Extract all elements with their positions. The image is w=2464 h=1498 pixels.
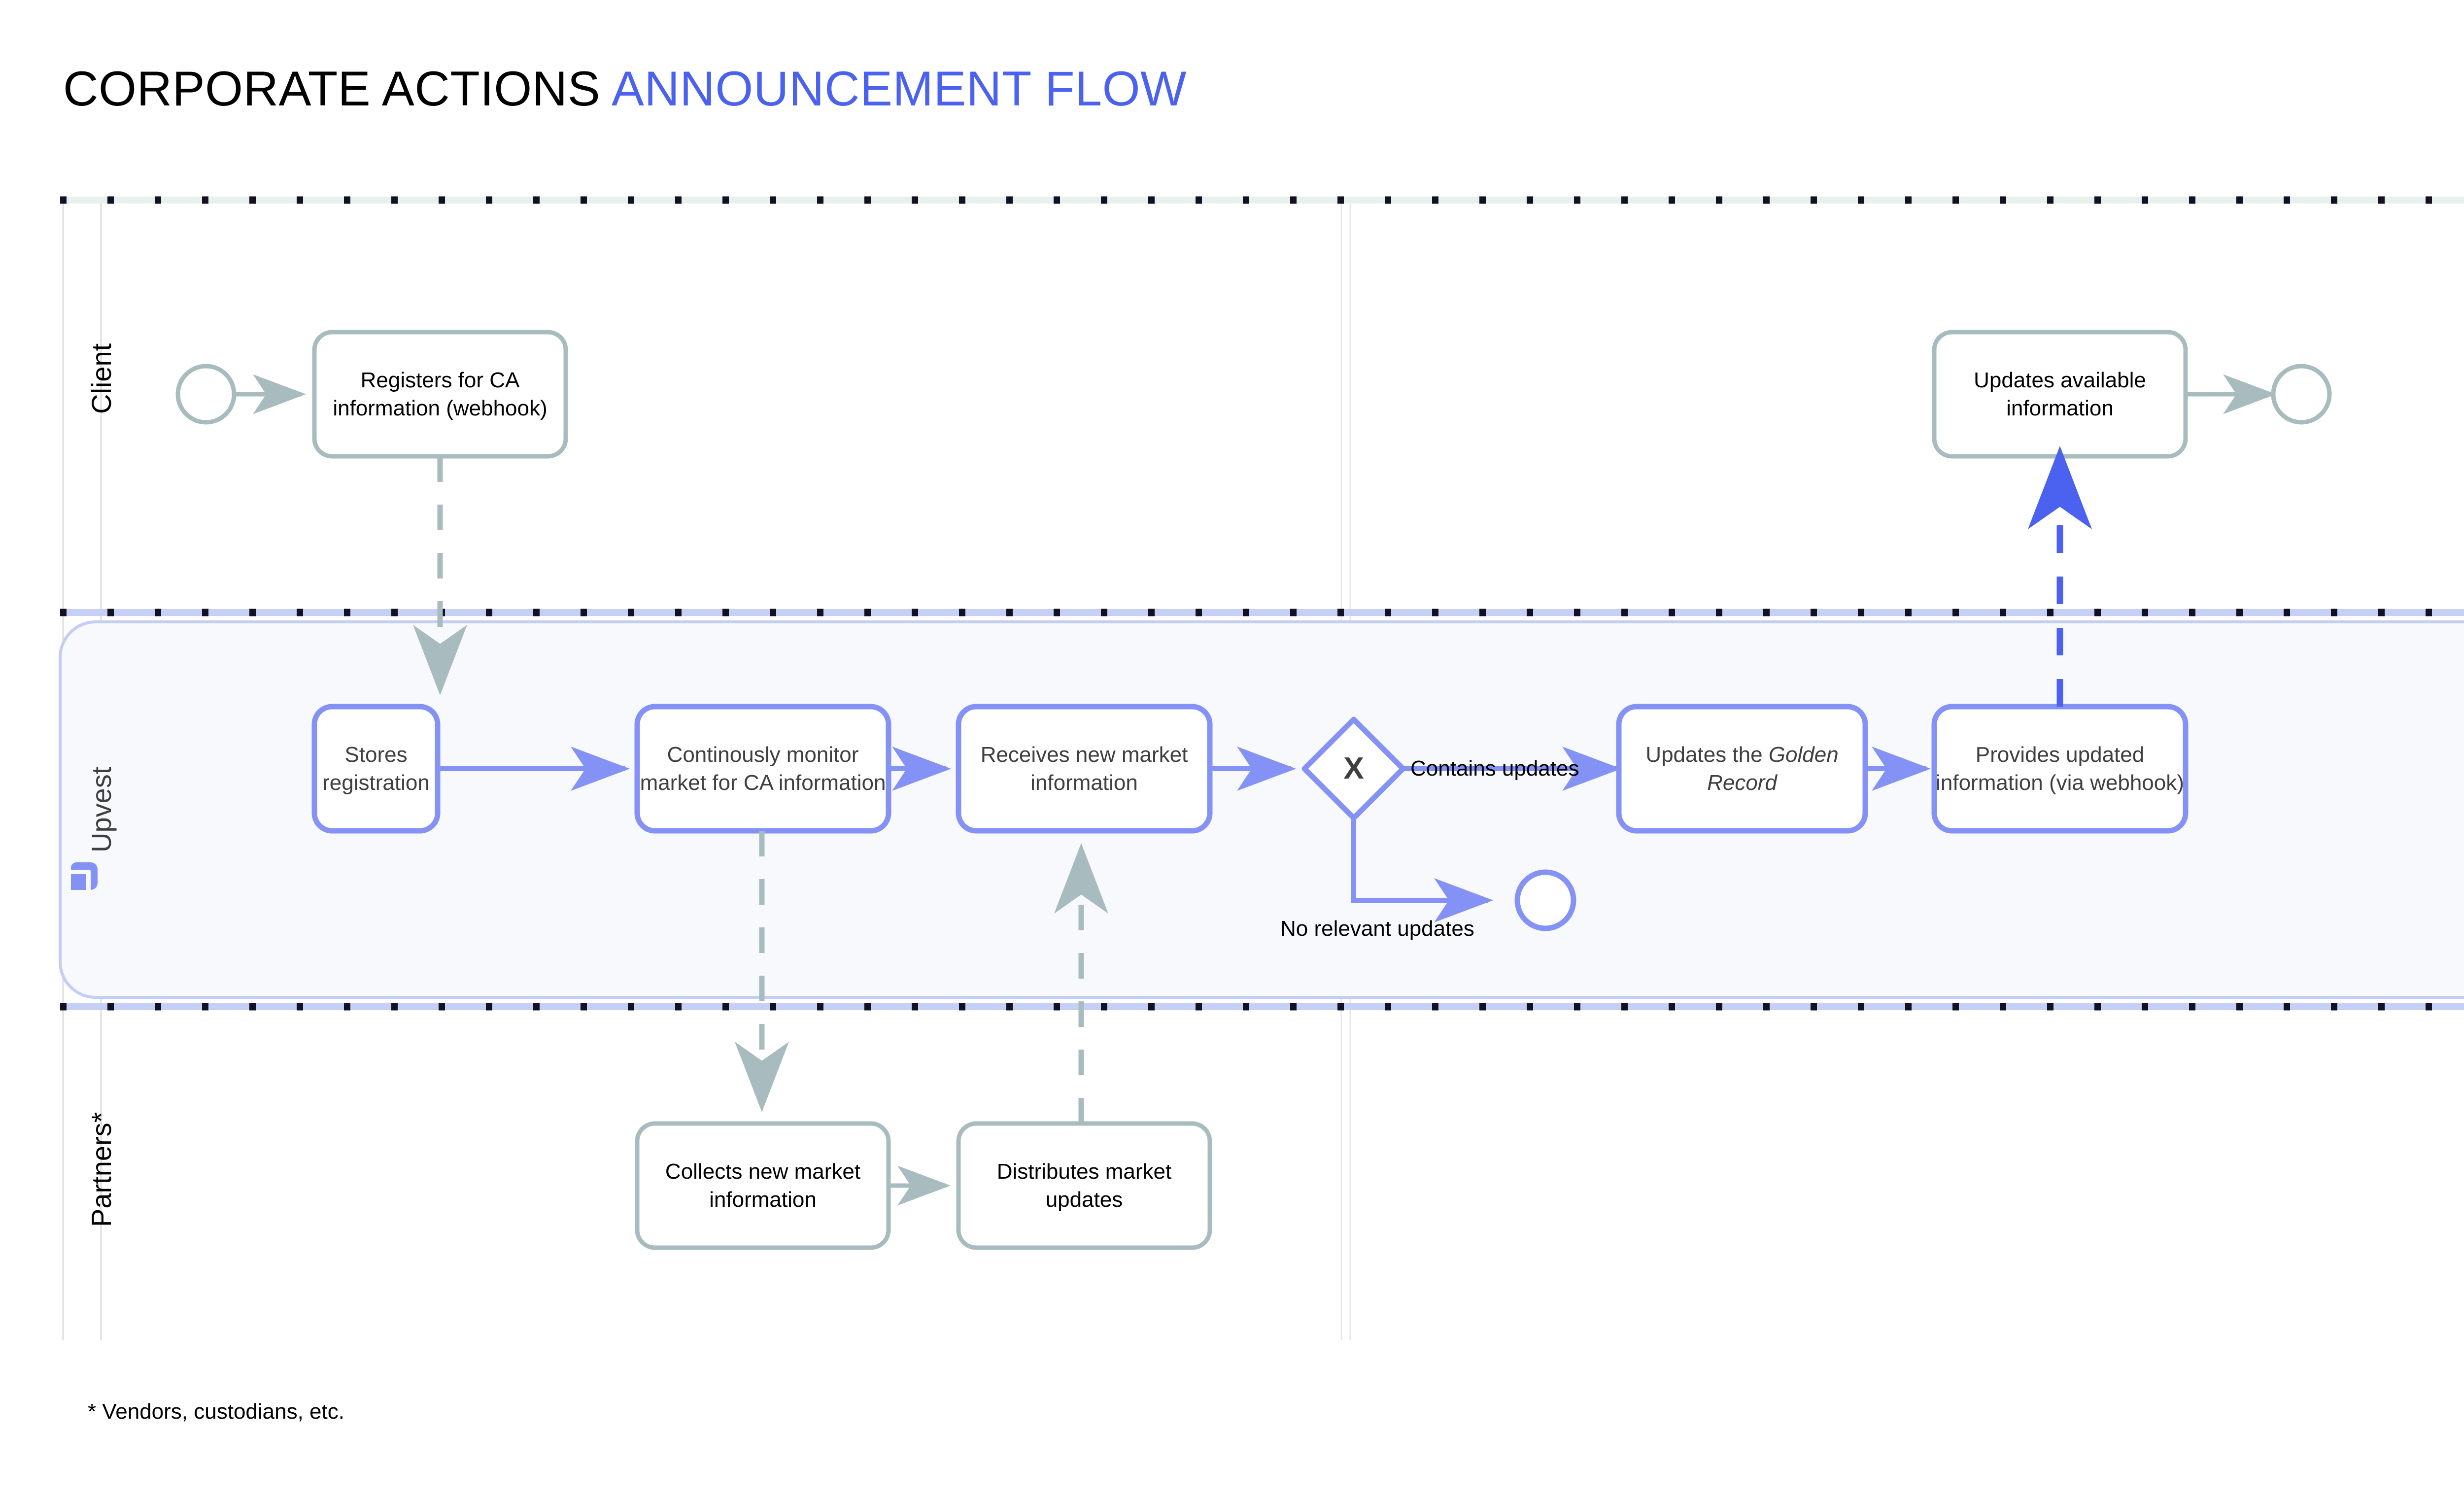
lane-label-upvest: Upvest — [86, 766, 117, 852]
client-task-2 — [1932, 330, 2188, 459]
upvest-task-2 — [634, 704, 891, 834]
page-title: CORPORATE ACTIONS ANNOUNCEMENT FLOW — [63, 64, 1187, 113]
partner-task-2 — [956, 1121, 1212, 1250]
partner-task-1 — [635, 1121, 891, 1250]
upvest-task-5 — [1931, 704, 2189, 834]
upvest-end-event — [1514, 869, 1576, 931]
lane-label-client: Client — [86, 343, 117, 414]
upvest-logo-mark — [68, 861, 99, 892]
page-title-primary: CORPORATE ACTIONS — [63, 61, 612, 116]
gateway-no-label: No relevant updates — [1280, 917, 1474, 941]
upvest-task-1 — [311, 704, 441, 834]
client-start-event — [175, 364, 237, 425]
footnote: * Vendors, custodians, etc. — [88, 1399, 344, 1424]
client-task-1 — [312, 330, 568, 459]
upvest-task-4 — [1616, 704, 1868, 834]
page-title-accent: ANNOUNCEMENT FLOW — [611, 61, 1187, 116]
lane-label-partners: Partners* — [86, 1112, 117, 1227]
upvest-task-3 — [956, 704, 1213, 834]
gateway-yes-label: Contains updates — [1410, 756, 1579, 781]
client-end-event — [2271, 364, 2332, 425]
